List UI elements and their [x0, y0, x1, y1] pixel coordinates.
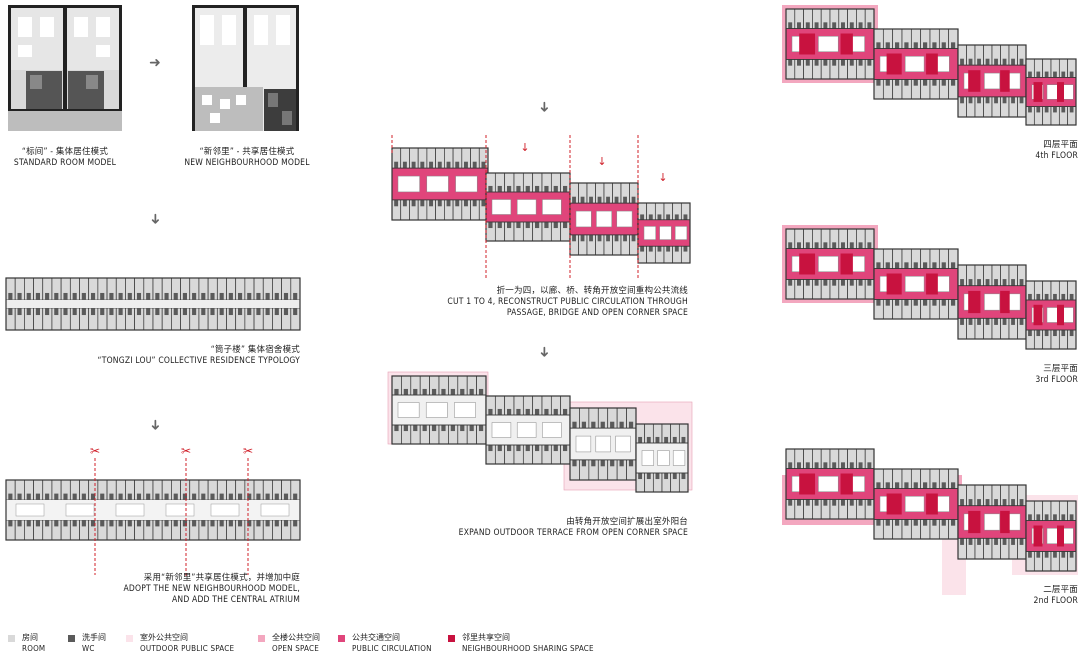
cut-caption-en1: CUT 1 TO 4, RECONSTRUCT PUBLIC CIRCULATI… [447, 297, 688, 307]
red-down-arrow-icon: ↓ [597, 155, 606, 168]
standard-room-caption-en: STANDARD ROOM MODEL [13, 158, 117, 168]
legend-label-cn: 邻里共享空间 [462, 633, 510, 642]
scissors-icon: ✂ [180, 444, 192, 458]
adopt-caption-en1: ADOPT THE NEW NEIGHBOURHOOD MODEL, [123, 584, 300, 594]
legend-swatch-circulation [338, 635, 345, 642]
floor2-caption-en: 2nd FLOOR [1033, 596, 1078, 606]
legend-swatch-open [258, 635, 265, 642]
legend-label-en: OUTDOOR PUBLIC SPACE [140, 644, 235, 653]
new-neighbourhood-caption: “新邻里” - 共享居住模式 NEW NEIGHBOURHOOD MODEL [172, 147, 322, 169]
cut-caption-cn: 折一为四，以廊、桥、转角开放空间重构公共流线 [496, 286, 688, 296]
floor2-caption: 二层平面 2nd FLOOR [980, 585, 1078, 607]
arrow-icon: ➜ [149, 55, 161, 71]
adopt-caption-cn: 采用“新邻里”共享居住模式，并增加中庭 [143, 573, 300, 583]
legend-label-cn: 洗手间 [82, 633, 106, 642]
tongzi-lou-caption-en: “TONGZI LOU” COLLECTIVE RESIDENCE TYPOLO… [97, 356, 300, 366]
floor3-caption-cn: 三层平面 [1043, 364, 1078, 374]
floor3-caption: 三层平面 3rd FLOOR [980, 364, 1078, 386]
arrow-icon: ➜ [536, 101, 552, 113]
tongzi-lou-caption: “筒子楼” 集体宿舍模式 “TONGZI LOU” COLLECTIVE RES… [50, 345, 300, 367]
red-down-arrow-icon: ↓ [520, 141, 529, 154]
new-neighbourhood-caption-cn: “新邻里” - 共享居住模式 [199, 147, 295, 157]
legend-swatch-room [8, 635, 15, 642]
tongzi-lou-plan [5, 277, 301, 331]
expand-caption: 由转角开放空间扩展出室外阳台 EXPAND OUTDOOR TERRACE FR… [390, 517, 688, 539]
legend-label-cn: 房间 [22, 633, 38, 642]
legend-label-en: ROOM [22, 644, 46, 653]
expand-caption-en: EXPAND OUTDOOR TERRACE FROM OPEN CORNER … [458, 528, 688, 538]
floor4-plan [782, 5, 1078, 130]
floor4-caption: 四层平面 4th FLOOR [980, 140, 1078, 162]
legend-swatch-wc [68, 635, 75, 642]
legend-label-en: NEIGHBOURHOOD SHARING SPACE [462, 644, 594, 653]
floor4-caption-en: 4th FLOOR [1035, 151, 1078, 161]
cut-caption-en2: PASSAGE, BRIDGE AND OPEN CORNER SPACE [506, 308, 688, 318]
legend-swatch-sharing [448, 635, 455, 642]
cut-caption: 折一为四，以廊、桥、转角开放空间重构公共流线 CUT 1 TO 4, RECON… [380, 286, 688, 319]
legend-label-cn: 室外公共空间 [140, 633, 188, 642]
floor4-caption-cn: 四层平面 [1043, 140, 1078, 150]
scissors-icon: ✂ [89, 444, 101, 458]
arrow-icon: ➜ [536, 346, 552, 358]
legend: 房间 ROOM 洗手间 WC 室外公共空间 OUTDOOR PUBLIC SPA… [8, 633, 1080, 655]
standard-room-caption-cn: “标间” - 集体居住模式 [21, 147, 109, 157]
floor2-plan [782, 445, 1078, 595]
scissors-icon: ✂ [242, 444, 254, 458]
legend-label-cn: 全楼公共空间 [272, 633, 320, 642]
tongzi-lou-caption-cn: “筒子楼” 集体宿舍模式 [210, 345, 300, 355]
new-neighbourhood-plan [192, 5, 299, 131]
adopt-caption: 采用“新邻里”共享居住模式，并增加中庭 ADOPT THE NEW NEIGHB… [60, 573, 300, 606]
new-neighbourhood-caption-en: NEW NEIGHBOURHOOD MODEL [184, 158, 310, 168]
floor3-plan [782, 225, 1078, 353]
floor2-caption-cn: 二层平面 [1043, 585, 1078, 595]
standard-room-plan [8, 5, 122, 131]
terrace-plan [387, 371, 693, 502]
red-down-arrow-icon: ↓ [658, 171, 667, 184]
standard-room-caption: “标间” - 集体居住模式 STANDARD ROOM MODEL [8, 147, 122, 169]
expand-caption-cn: 由转角开放空间扩展出室外阳台 [566, 517, 688, 527]
legend-swatch-outdoor [126, 635, 133, 642]
adopt-caption-en2: AND ADD THE CENTRAL ATRIUM [171, 595, 300, 605]
adopt-atrium-plan [5, 479, 301, 541]
cut-lines [94, 458, 249, 578]
legend-label-en: PUBLIC CIRCULATION [352, 644, 432, 653]
legend-label-en: OPEN SPACE [272, 644, 319, 653]
legend-label-en: WC [82, 644, 95, 653]
floor3-caption-en: 3rd FLOOR [1035, 375, 1078, 385]
cut-to-four-plan: ↓ ↓ ↓ [390, 135, 692, 280]
legend-label-cn: 公共交通空间 [352, 633, 400, 642]
